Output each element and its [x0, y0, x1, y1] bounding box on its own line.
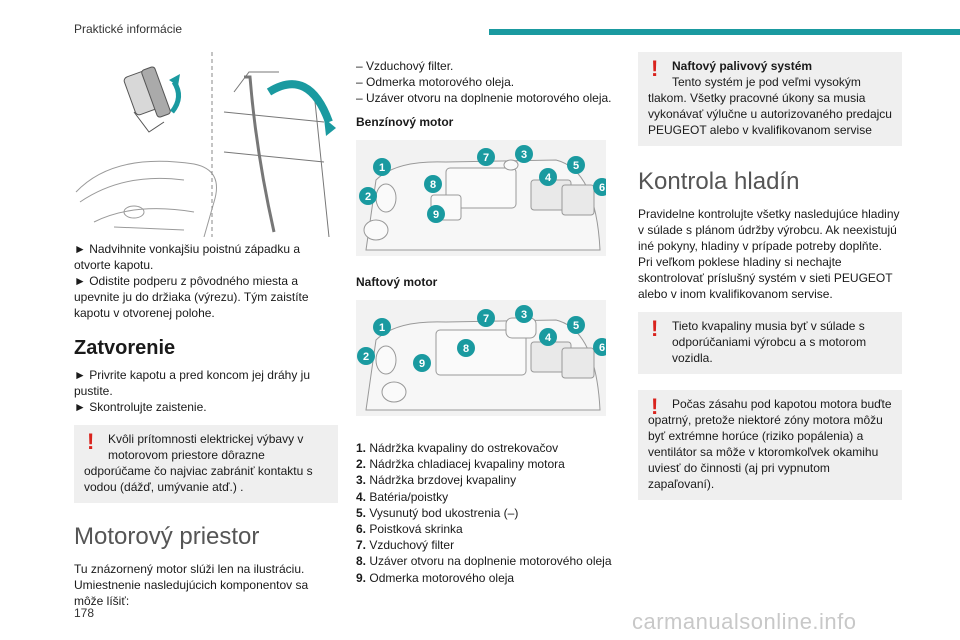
svg-text:1: 1 — [379, 162, 385, 174]
hot-engine-warning-box: ! Počas zásahu pod kapotou motora buďte … — [638, 390, 902, 500]
fluids-warning-rest: odporúčaniami výrobcu a s motorom vozidl… — [672, 335, 867, 365]
svg-text:9: 9 — [433, 209, 439, 221]
svg-text:6: 6 — [599, 342, 605, 354]
hood-opening-illustration — [74, 52, 338, 238]
column-left: ► Nadvihnite vonkajšiu poistnú západku a… — [74, 52, 338, 609]
svg-text:7: 7 — [483, 152, 489, 164]
engine-bay-text: Tu znázornený motor slúži len na ilustrá… — [74, 562, 309, 608]
fuel-warning-line1: Tento systém je pod veľmi vysokým — [672, 75, 861, 89]
watermark: carmanualsonline.info — [632, 609, 857, 634]
diesel-engine-heading: Naftový motor — [356, 275, 438, 289]
legend-item: 5. Vysunutý bod ukostrenia (–) — [356, 505, 519, 520]
running-header: Praktické informácie — [74, 22, 183, 36]
open-instructions: ► Nadvihnite vonkajšiu poistnú západku a… — [74, 241, 338, 321]
legend-item: 7. Vzduchový filter — [356, 538, 455, 553]
engine-bay-heading: Motorový priestor — [74, 523, 260, 550]
legend-item: 2. Nádržka chladiacej kvapaliny motora — [356, 457, 565, 472]
svg-text:4: 4 — [545, 332, 552, 344]
warning-icon: ! — [651, 56, 659, 81]
fuel-warning-rest: tlakom. Všetky pracovné úkony sa musia v… — [648, 91, 892, 137]
close-heading: Zatvorenie — [74, 337, 176, 359]
svg-text:2: 2 — [365, 191, 371, 203]
levels-text-2: Pri veľkom poklese hladiny si nechajte s… — [638, 255, 893, 301]
svg-text:1: 1 — [379, 322, 385, 334]
dash-item-dipstick: – Odmerka motorového oleja. — [356, 75, 515, 89]
svg-text:7: 7 — [483, 313, 489, 325]
fuel-warning-title: Naftový palivový systém — [672, 59, 813, 73]
svg-text:2: 2 — [363, 351, 369, 363]
petrol-engine-heading: Benzínový motor — [356, 115, 454, 129]
header-accent-bar — [489, 29, 960, 35]
fuel-system-warning-box: ! Naftový palivový systém Tento systém j… — [638, 52, 902, 146]
column-right: ! Naftový palivový systém Tento systém j… — [638, 52, 902, 500]
warning-text-rest: odporúčame čo najviac zabrániť kontaktu … — [84, 464, 313, 494]
legend-item: 8. Uzáver otvoru na doplnenie motorového… — [356, 554, 612, 569]
fluids-warning-line1: Tieto kvapaliny musia byť v súlade s — [672, 319, 865, 333]
legend-item: 1. Nádržka kvapaliny do ostrekovačov — [356, 441, 559, 455]
page-number: 178 — [74, 606, 95, 620]
warning-icon: ! — [651, 394, 659, 419]
water-warning-box: ! Kvôli prítomnosti elektrickej výbavy v… — [74, 425, 338, 503]
component-legend: 1. Nádržka kvapaliny do ostrekovačov 2. … — [356, 440, 620, 586]
levels-heading: Kontrola hladín — [638, 168, 800, 195]
dash-item-oil-cap: – Uzáver otvoru na doplnenie motorového … — [356, 91, 612, 105]
svg-text:6: 6 — [599, 182, 605, 194]
svg-text:8: 8 — [430, 179, 436, 191]
svg-text:8: 8 — [463, 343, 469, 355]
petrol-callouts: 1 2 3 4 5 6 7 8 9 — [359, 145, 606, 223]
legend-item: 6. Poistková skrinka — [356, 522, 463, 537]
diesel-callouts: 1 2 3 4 5 6 7 8 9 — [357, 305, 606, 372]
fluids-warning-box: ! Tieto kvapaliny musia byť v súlade s o… — [638, 312, 902, 374]
hot-warning-rest: opatrný, pretože niektoré zóny motora mô… — [648, 413, 883, 491]
svg-text:9: 9 — [419, 358, 425, 370]
levels-text-1: Pravidelne kontrolujte všetky nasledujúc… — [638, 207, 900, 253]
svg-text:3: 3 — [521, 309, 527, 321]
svg-text:4: 4 — [545, 172, 552, 184]
diesel-engine-diagram: 1 2 3 4 5 6 7 8 9 — [356, 300, 606, 416]
svg-text:5: 5 — [573, 160, 579, 172]
svg-text:3: 3 — [521, 149, 527, 161]
svg-text:5: 5 — [573, 320, 579, 332]
dash-item-air-filter: – Vzduchový filter. — [356, 59, 454, 73]
petrol-engine-diagram: 1 2 3 4 5 6 7 8 9 — [356, 140, 606, 256]
legend-item: 3. Nádržka brzdovej kvapaliny — [356, 473, 517, 488]
warning-icon: ! — [651, 316, 659, 341]
legend-item: 9. Odmerka motorového oleja — [356, 570, 515, 585]
open-step-2: ► Odistite podperu z pôvodného miesta a … — [74, 274, 309, 320]
warning-icon: ! — [87, 429, 95, 454]
close-step-2: ► Skontrolujte zaistenie. — [74, 400, 207, 414]
close-step-1: ► Privrite kapotu a pred koncom jej dráh… — [74, 368, 310, 398]
hot-warning-line1: Počas zásahu pod kapotou motora buďte — [672, 397, 892, 411]
warning-text-line1: Kvôli prítomnosti elektrickej výbavy v m… — [108, 432, 304, 462]
open-step-1: ► Nadvihnite vonkajšiu poistnú západku a… — [74, 242, 301, 272]
column-middle: – Vzduchový filter. – Odmerka motorového… — [356, 52, 620, 586]
legend-item: 4. Batéria/poistky — [356, 489, 449, 504]
